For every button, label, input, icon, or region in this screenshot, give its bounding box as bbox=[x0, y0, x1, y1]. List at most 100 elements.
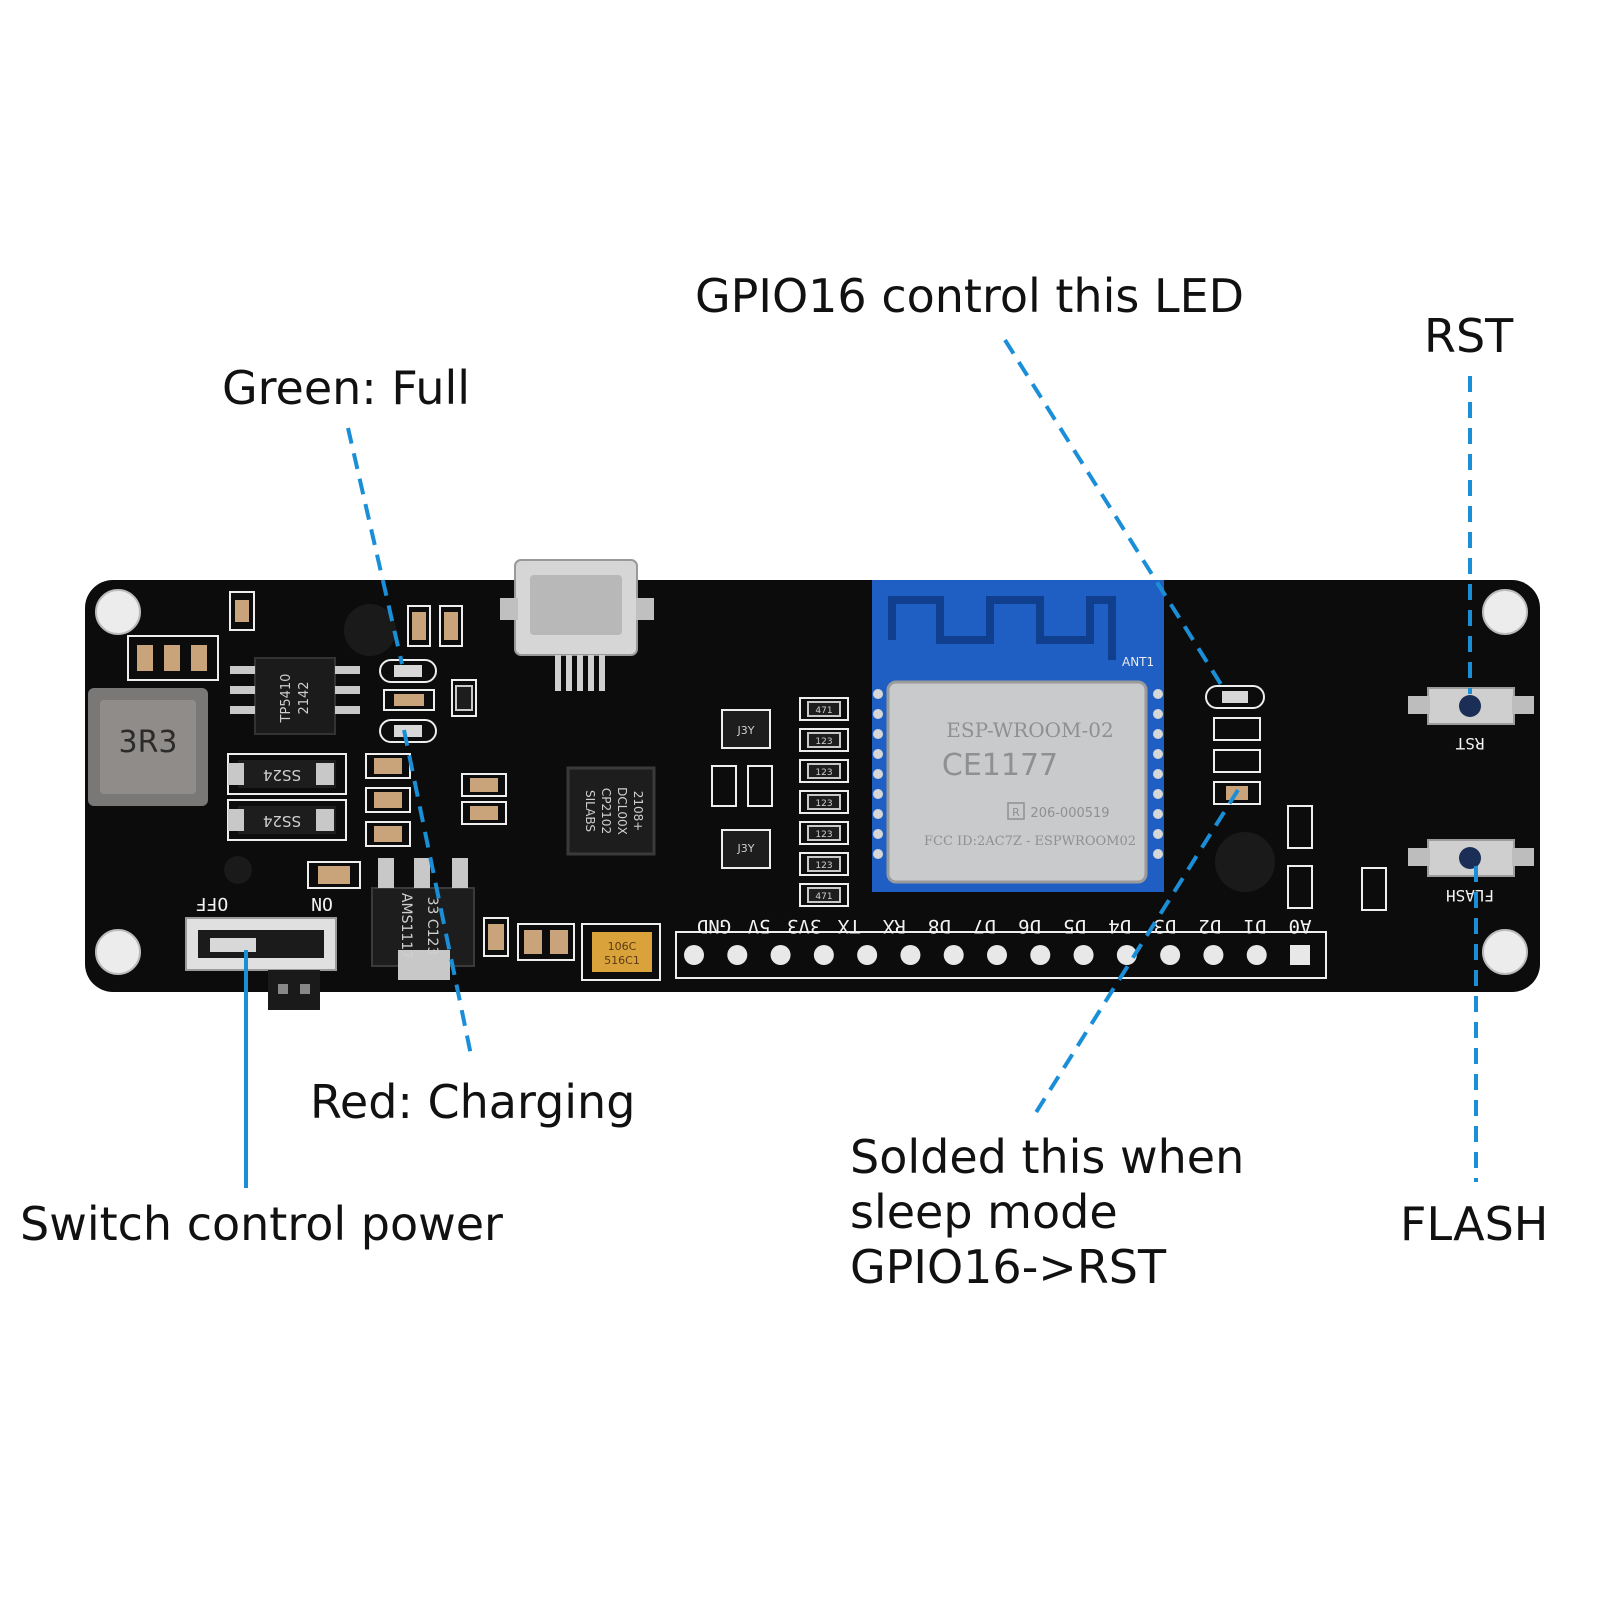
resistor bbox=[807, 856, 841, 872]
usb-uart-chip-line: DCL00X bbox=[615, 787, 629, 835]
module-cert: 206-000519 bbox=[1030, 806, 1109, 821]
resistor bbox=[807, 887, 841, 903]
pin-label: RX bbox=[882, 915, 905, 937]
ic-pin bbox=[230, 706, 255, 714]
module-pad bbox=[873, 789, 883, 799]
power-switch-knob[interactable] bbox=[210, 938, 256, 952]
resistor-outline bbox=[407, 605, 431, 647]
header-pin bbox=[987, 945, 1007, 965]
callout-flash: FLASH bbox=[1400, 1197, 1549, 1251]
module-pad bbox=[1153, 769, 1163, 779]
pin-label: D1 bbox=[1243, 915, 1266, 937]
capacitor-outline bbox=[229, 591, 255, 631]
header-pin bbox=[1203, 945, 1224, 965]
module-pad bbox=[1153, 789, 1163, 799]
capacitor-outline bbox=[483, 917, 509, 957]
callout-gpio16-led: GPIO16 control this LED bbox=[695, 269, 1245, 323]
resistor-outline bbox=[799, 852, 849, 876]
regulator-pin bbox=[414, 858, 430, 888]
resistor-outline bbox=[711, 765, 737, 807]
capacitor-outline bbox=[365, 821, 411, 847]
resistor-outline bbox=[799, 759, 849, 783]
diode-label: SS24 bbox=[263, 812, 301, 830]
ic-pin bbox=[230, 666, 255, 674]
resistor-outline bbox=[799, 790, 849, 814]
charger-ic-sub: 2142 bbox=[297, 681, 312, 714]
module-pad bbox=[1153, 689, 1163, 699]
rst-button-actuator[interactable] bbox=[1459, 695, 1481, 717]
module-fcc: FCC ID:2AC7Z - ESPWROOM02 bbox=[924, 834, 1136, 849]
resistor-label: 471 bbox=[815, 892, 832, 902]
capacitor bbox=[374, 826, 402, 842]
header-pin bbox=[1116, 945, 1137, 965]
resistor-label: 123 bbox=[815, 768, 832, 778]
resistor-outline bbox=[1287, 805, 1313, 849]
header-pin bbox=[900, 945, 921, 965]
module-pad bbox=[1153, 809, 1163, 819]
switch-lever-pin bbox=[278, 984, 288, 994]
resistor-label: 471 bbox=[815, 706, 832, 716]
callout-rst: RST bbox=[1424, 309, 1514, 363]
resistor bbox=[412, 612, 426, 640]
pin-label: 5V bbox=[748, 915, 771, 937]
led-body bbox=[394, 665, 422, 677]
module-pad bbox=[1153, 749, 1163, 759]
ic-pin bbox=[335, 666, 360, 674]
resistor-outline bbox=[383, 689, 435, 711]
via-hole bbox=[344, 604, 396, 656]
pin-label: TX bbox=[837, 915, 860, 937]
via-hole bbox=[224, 856, 252, 884]
transistor bbox=[721, 829, 771, 869]
capacitor bbox=[524, 930, 542, 954]
usb-uart-chip-line: SILABS bbox=[583, 790, 597, 832]
tantalum-outline bbox=[581, 923, 661, 981]
usb-pin bbox=[577, 655, 583, 691]
capacitor bbox=[235, 600, 249, 622]
header-pin bbox=[813, 945, 834, 965]
button-lead bbox=[1512, 696, 1534, 714]
usb-uart-chip-line: CP2102 bbox=[599, 788, 613, 834]
flash-button-actuator[interactable] bbox=[1459, 847, 1481, 869]
resistor bbox=[455, 685, 473, 711]
resistor-outline bbox=[439, 605, 463, 647]
resistor bbox=[807, 732, 841, 748]
resistor bbox=[807, 763, 841, 779]
module-name: ESP-WROOM-02 bbox=[946, 718, 1113, 742]
led-body bbox=[1222, 691, 1248, 703]
leader-green-full bbox=[346, 427, 404, 665]
header-pin bbox=[1030, 945, 1051, 965]
leader-gpio16-led bbox=[1003, 338, 1224, 688]
resistor-outline bbox=[747, 765, 773, 807]
capacitor bbox=[374, 758, 402, 774]
diode-pad bbox=[316, 809, 334, 831]
tantalum-capacitor bbox=[592, 932, 652, 972]
usb-pin bbox=[566, 655, 572, 691]
module-pad bbox=[873, 689, 883, 699]
pin-label: D5 bbox=[1063, 915, 1086, 937]
pin-label: D4 bbox=[1108, 915, 1131, 937]
diode-pad bbox=[228, 763, 244, 785]
module-pad bbox=[873, 709, 883, 719]
header-pin bbox=[684, 945, 704, 965]
pin-label: D2 bbox=[1198, 915, 1221, 937]
resistor bbox=[444, 612, 458, 640]
diode-pad bbox=[228, 809, 244, 831]
led-gpio16 bbox=[1205, 685, 1265, 709]
pcb-antenna-trace bbox=[888, 596, 1116, 660]
capacitor bbox=[488, 924, 504, 950]
module-r-mark: R bbox=[1012, 806, 1020, 819]
module-r-box bbox=[1007, 802, 1025, 820]
led-body bbox=[394, 725, 422, 737]
charger-ic-label: TP5410 bbox=[279, 674, 294, 724]
module-pad bbox=[873, 769, 883, 779]
callout-solder-sleep: Solded this when sleep mode GPIO16->RST bbox=[850, 1130, 1245, 1295]
resistor-outline bbox=[1213, 717, 1261, 741]
resistor-outline bbox=[799, 697, 849, 721]
mounting-hole bbox=[1482, 929, 1528, 975]
module-pad bbox=[873, 749, 883, 759]
